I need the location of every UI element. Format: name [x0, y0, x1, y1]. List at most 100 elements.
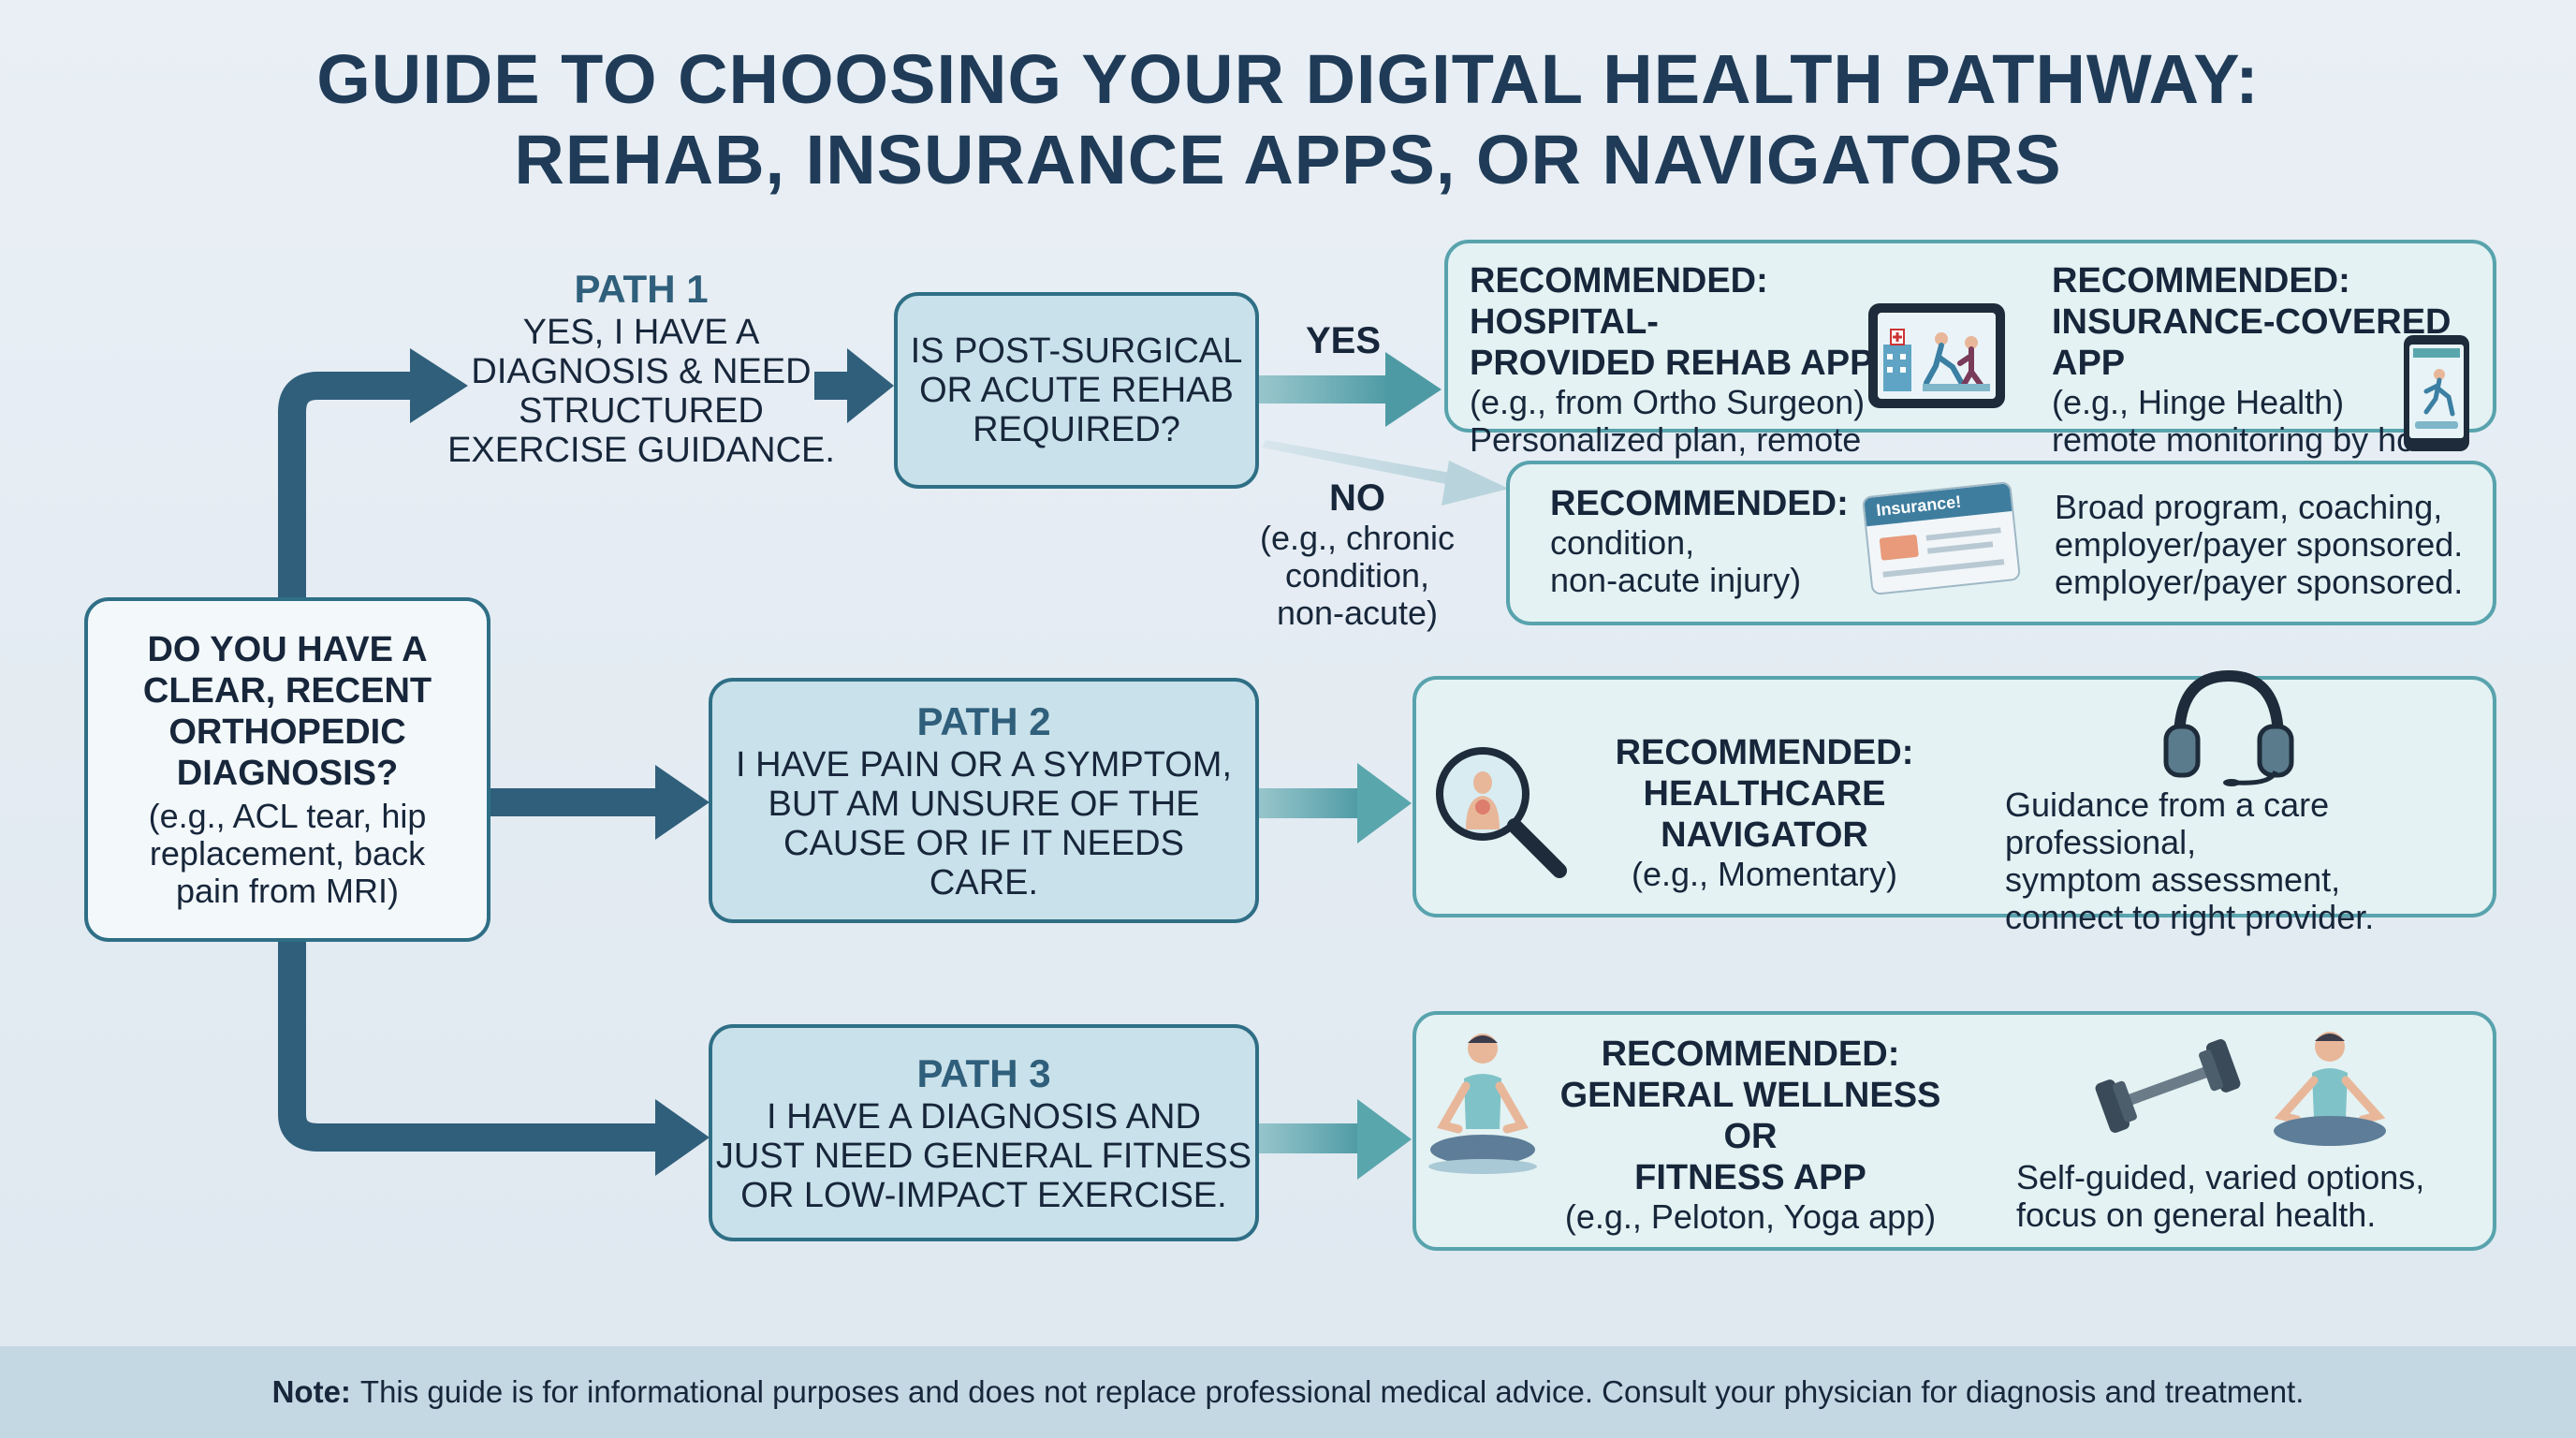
rec-no-block: RECOMMENDED: condition, non-acute injury…	[1550, 483, 1868, 599]
decision-line-1: IS POST-SURGICAL	[910, 331, 1243, 371]
rec-wellness-title-2: GENERAL WELLNESS OR	[1559, 1076, 1941, 1156]
headset-icon	[2163, 669, 2294, 786]
start-example-line-3: pain from MRI)	[175, 872, 400, 910]
path1-text-line-1: YES, I HAVE A	[522, 313, 760, 352]
rec-navigator-example: (e.g., Momentary)	[1631, 855, 1898, 893]
yoga-figure-large-icon	[2274, 1032, 2386, 1146]
decision-line-2: OR ACUTE REHAB	[919, 371, 1234, 410]
connector-start-to-path3	[278, 936, 661, 1152]
rec-no-desc-1: Broad program, coaching,	[2055, 488, 2443, 526]
yoga-figure-small-icon	[1428, 1034, 1537, 1174]
decision-box: IS POST-SURGICAL OR ACUTE REHAB REQUIRED…	[894, 292, 1259, 489]
rec-wellness-title-3: FITNESS APP	[1634, 1158, 1866, 1197]
rec-insurance-block: RECOMMENDED: INSURANCE-COVERED APP (e.g.…	[2052, 260, 2482, 459]
arrowhead-path3	[655, 1099, 710, 1176]
rec-navigator-box	[1412, 676, 2496, 917]
footer-note: Note: This guide is for informational pu…	[0, 1346, 2576, 1438]
yes-label: YES	[1306, 320, 1382, 361]
path3-text-line-1: I HAVE A DIAGNOSIS AND	[767, 1097, 1201, 1137]
path3-text-line-2: JUST NEED GENERAL FITNESS	[715, 1137, 1252, 1176]
connector-no	[1262, 440, 1466, 487]
smartphone-app-icon	[2404, 335, 2469, 451]
rec-insurance-title-1: RECOMMENDED:	[2052, 261, 2350, 301]
tablet-rehab-icon	[1868, 303, 2005, 408]
connector-path1-to-decision	[814, 372, 852, 400]
rec-hospital-title-1: RECOMMENDED: HOSPITAL-	[1470, 261, 1768, 342]
start-question-box: DO YOU HAVE A CLEAR, RECENT ORTHOPEDIC D…	[84, 597, 490, 942]
title-line-2: REHAB, INSURANCE APPS, OR NAVIGATORS	[514, 121, 2062, 198]
no-detail-line-3: non-acute)	[1276, 594, 1439, 632]
rec-no-desc-2: employer/payer sponsored.	[2055, 525, 2464, 564]
rec-no-detail-1: condition,	[1550, 523, 1695, 562]
arrowhead-wellness	[1357, 1099, 1412, 1180]
rec-wellness-example: (e.g., Peloton, Yoga app)	[1564, 1197, 1937, 1236]
arrowhead-navigator	[1357, 763, 1412, 844]
start-example-line-1: (e.g., ACL tear, hip	[148, 797, 427, 835]
rec-hospital-block: RECOMMENDED: HOSPITAL- PROVIDED REHAB AP…	[1470, 260, 1881, 459]
start-question-line-3: ORTHOPEDIC	[168, 712, 406, 752]
rec-insurance-detail-1: (e.g., Hinge Health)	[2052, 383, 2345, 421]
connector-path2-to-navigator	[1258, 788, 1361, 818]
connector-start-to-path2	[487, 788, 661, 816]
arrowhead-path1	[410, 348, 468, 423]
connector-yes	[1258, 375, 1389, 404]
path3-box: PATH 3 I HAVE A DIAGNOSIS AND JUST NEED …	[709, 1024, 1259, 1241]
rec-wellness-desc-2: focus on general health.	[2016, 1196, 2377, 1234]
start-question-line-4: DIAGNOSIS?	[176, 754, 399, 793]
path1-label: PATH 1	[574, 267, 709, 311]
path2-text-line-2: BUT AM UNSURE OF THE	[768, 785, 1200, 824]
rec-navigator-title-1: RECOMMENDED:	[1615, 733, 1914, 772]
rec-navigator-desc-block: Guidance from a care professional, sympt…	[2005, 786, 2492, 936]
rec-wellness-desc-block: Self-guided, varied options, focus on ge…	[2016, 1159, 2466, 1234]
footer-note-text: This guide is for informational purposes…	[359, 1374, 2305, 1409]
rec-hospital-detail-2: Personalized plan, remote	[1470, 420, 1862, 459]
rec-no-desc-block: Broad program, coaching, employer/payer …	[2055, 489, 2485, 601]
rec-wellness-desc-1: Self-guided, varied options,	[2016, 1158, 2425, 1196]
footer-note-label: Note:	[271, 1374, 351, 1409]
page-title: GUIDE TO CHOOSING YOUR DIGITAL HEALTH PA…	[0, 39, 2576, 200]
start-question-line-1: DO YOU HAVE A	[147, 630, 428, 669]
arrowhead-path2	[655, 765, 710, 840]
arrowhead-decision	[847, 348, 894, 423]
rec-no-detail-2: non-acute injury)	[1550, 561, 1802, 599]
path2-text-line-4: CARE.	[929, 863, 1039, 902]
path1-text-line-4: EXERCISE GUIDANCE.	[447, 431, 835, 470]
path3-text-line-3: OR LOW-IMPACT EXERCISE.	[740, 1176, 1227, 1215]
no-label-block: NO (e.g., chronic condition, non-acute)	[1245, 477, 1470, 632]
rec-navigator-title-2: HEALTHCARE NAVIGATOR	[1643, 774, 1886, 855]
rec-insurance-detail-2: remote monitoring by ho	[2052, 420, 2416, 459]
rec-navigator-desc-2: symptom assessment,	[2005, 860, 2341, 899]
rec-navigator-block: RECOMMENDED: HEALTHCARE NAVIGATOR (e.g.,…	[1544, 732, 1984, 893]
rec-wellness-block: RECOMMENDED: GENERAL WELLNESS OR FITNESS…	[1535, 1034, 1966, 1236]
rec-insurance-title-2: INSURANCE-COVERED APP	[2052, 302, 2452, 383]
dumbbell-icon	[2095, 1039, 2241, 1133]
insurance-card-icon: Insurance!	[1861, 480, 2022, 596]
rec-no-title: RECOMMENDED:	[1550, 484, 1849, 523]
no-detail-line-1: (e.g., chronic	[1259, 519, 1456, 557]
rec-hospital-detail-1: (e.g., from Ortho Surgeon)	[1470, 383, 1866, 421]
rec-no-desc-3: employer/payer sponsored.	[2055, 563, 2464, 601]
path2-text-line-3: CAUSE OR IF IT NEEDS	[783, 824, 1184, 863]
path2-text-line-1: I HAVE PAIN OR A SYMPTOM,	[735, 745, 1232, 785]
decision-line-3: REQUIRED?	[973, 410, 1180, 449]
path2-label: PATH 2	[916, 699, 1051, 743]
start-example-line-2: replacement, back	[149, 834, 426, 873]
arrowhead-yes	[1385, 352, 1442, 427]
no-label: NO	[1329, 477, 1385, 519]
path3-label: PATH 3	[916, 1051, 1051, 1095]
path1-text-line-3: STRUCTURED	[519, 391, 764, 431]
path1-text-line-2: DIAGNOSIS & NEED	[471, 352, 812, 391]
start-question-line-2: CLEAR, RECENT	[142, 671, 432, 711]
magnifier-body-icon	[1436, 747, 1567, 878]
path2-box: PATH 2 I HAVE PAIN OR A SYMPTOM, BUT AM …	[709, 678, 1259, 923]
rec-navigator-desc-3: connect to right provider.	[2005, 898, 2375, 936]
no-detail-line-2: condition,	[1284, 556, 1430, 594]
connector-start-to-path1	[278, 372, 412, 599]
rec-hospital-title-2: PROVIDED REHAB APP	[1470, 344, 1874, 383]
path1-text-block: PATH 1 YES, I HAVE A DIAGNOSIS & NEED ST…	[440, 266, 842, 470]
rec-wellness-title-1: RECOMMENDED:	[1601, 1034, 1900, 1074]
rec-navigator-desc-1: Guidance from a care professional,	[2005, 785, 2330, 861]
title-line-1: GUIDE TO CHOOSING YOUR DIGITAL HEALTH PA…	[316, 40, 2260, 118]
connector-path3-to-wellness	[1258, 1123, 1361, 1153]
